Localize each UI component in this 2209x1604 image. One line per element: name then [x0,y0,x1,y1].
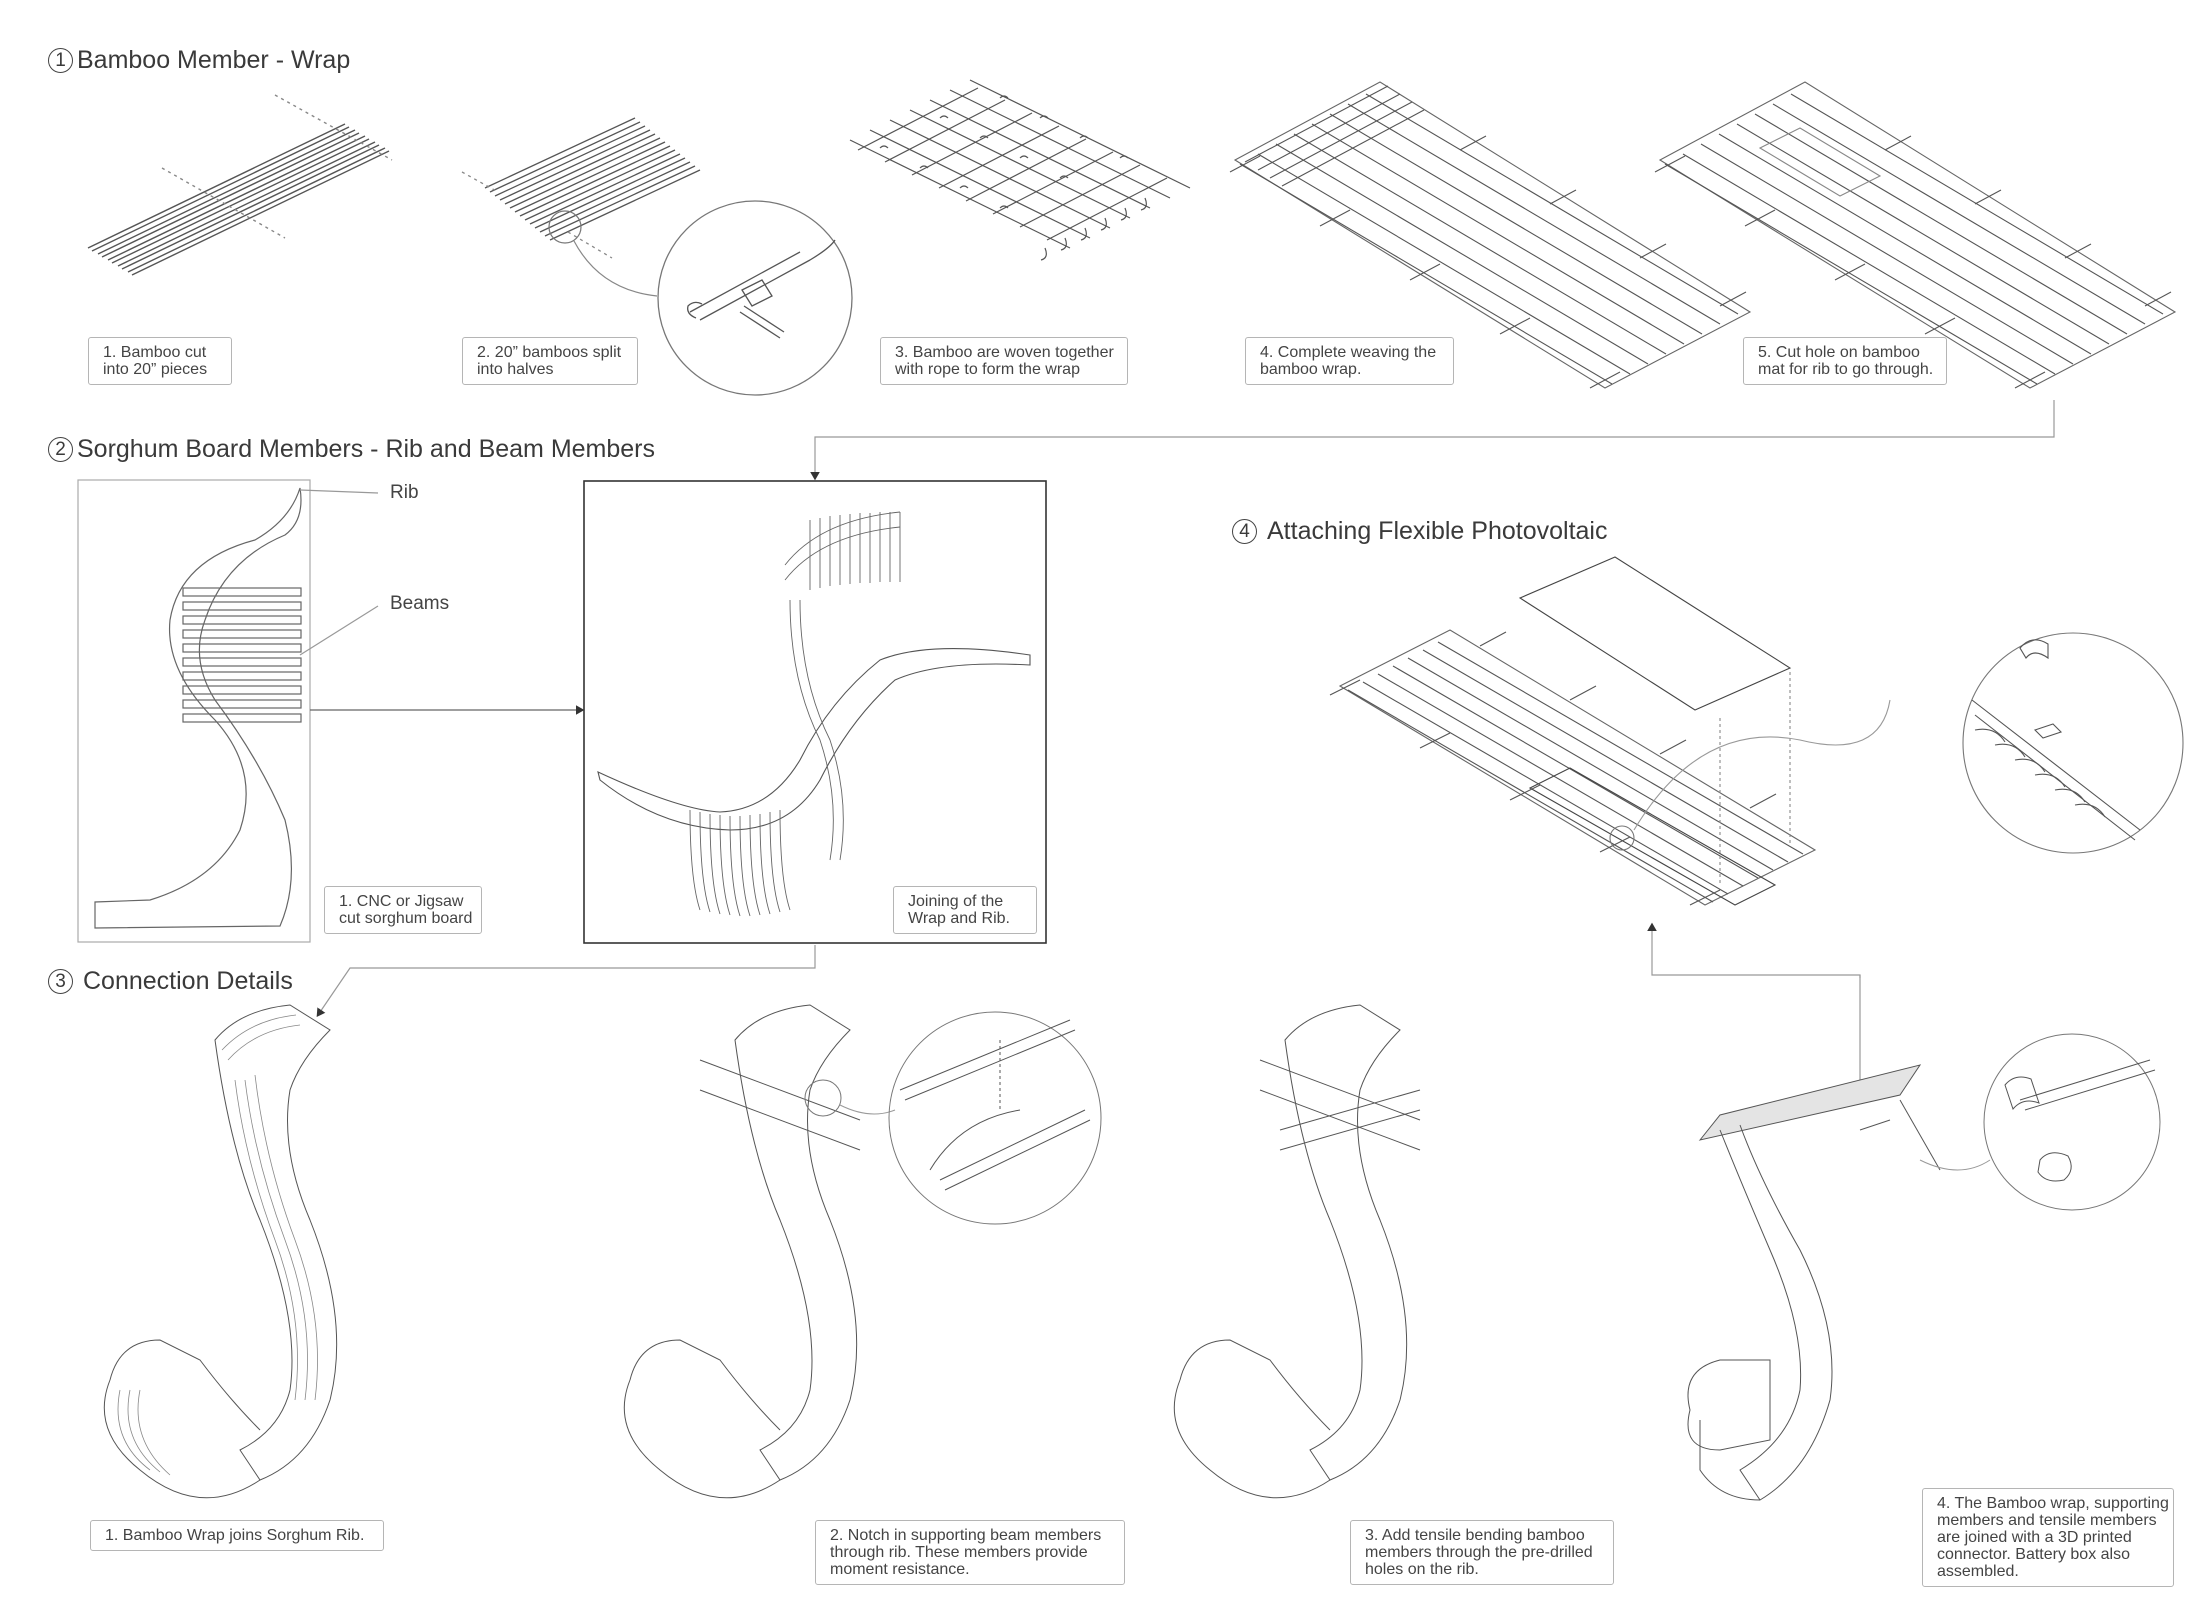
connection-stage-1-drawing [103,1004,338,1499]
section-1-title-text: Bamboo Member - Wrap [77,46,351,74]
connection-step-3-line1: 3. Add tensile bending bamboo [1365,1527,1585,1544]
wrap-step-2-line2: into halves [477,361,554,378]
section-3-title: 3 Connection Details [48,967,293,996]
connection-step-4-line1: 4. The Bamboo wrap, supporting [1937,1495,2169,1512]
beams-label: Beams [390,593,450,614]
sorghum-board-drawing [77,479,585,943]
connection-step-3-caption: 3. Add tensile bending bamboo members th… [1350,1520,1614,1585]
connection-stage-2-drawing [623,1004,1102,1499]
rib-label: Rib [390,482,419,503]
wrap-step-3-line2: with rope to form the wrap [895,361,1080,378]
join-caption: Joining of the Wrap and Rib. [893,886,1037,934]
connection-step-4-line4: connector. Battery box also [1937,1546,2130,1563]
section-2-title-text: Sorghum Board Members - Rib and Beam Mem… [77,435,656,463]
rib-cut-caption: 1. CNC or Jigsaw cut sorghum board [324,886,482,934]
flow-connector-3 [1647,922,1861,1080]
connection-step-4-line2: members and tensile members [1937,1512,2157,1529]
wrap-step-2-line1: 2. 20” bamboos split [477,344,622,361]
connection-step-1-caption: 1. Bamboo Wrap joins Sorghum Rib. [90,1520,384,1551]
wrap-step-5-line2: mat for rib to go through. [1758,361,1934,378]
wrap-step-4-line1: 4. Complete weaving the [1260,344,1437,361]
complete-wrap-drawing [1229,81,1752,389]
photovoltaic-drawing [1329,556,2184,978]
section-1-number: 1 [48,48,73,73]
section-4-title: 4 Attaching Flexible Photovoltaic [1232,517,1607,546]
connection-step-4-line5: assembled. [1937,1563,2019,1580]
flow-connector-1 [810,400,2055,481]
beam-strips [182,587,302,723]
connection-stage-4-drawing [1687,1033,2161,1501]
connection-step-3-line3: holes on the rib. [1365,1561,1479,1578]
connection-step-2-line1: 2. Notch in supporting beam members [830,1527,1102,1544]
section-3-title-text: Connection Details [83,967,293,995]
flow-connector-2 [316,945,816,1017]
join-line1: Joining of the [908,893,1004,910]
connection-stage-3-drawing [1173,1004,1421,1499]
wrap-step-3-caption: 3. Bamboo are woven together with rope t… [880,337,1128,385]
wrap-step-1-line1: 1. Bamboo cut [103,344,207,361]
wrap-step-3-line1: 3. Bamboo are woven together [895,344,1114,361]
split-bamboo-drawing [461,117,701,297]
joining-wrap-slats [689,511,901,917]
connection-step-2-line3: moment resistance. [830,1561,970,1578]
split-detail-magnifier [657,200,853,396]
rib-cut-line1: 1. CNC or Jigsaw [339,893,464,910]
connection-step-3-line2: members through the pre-drilled [1365,1544,1593,1561]
wrap-step-5-line1: 5. Cut hole on bamboo [1758,344,1920,361]
wrap-step-5-caption: 5. Cut hole on bamboo mat for rib to go … [1743,337,1947,385]
wrap-step-4-caption: 4. Complete weaving the bamboo wrap. [1245,337,1454,385]
section-2-title: 2 Sorghum Board Members - Rib and Beam M… [48,435,655,464]
section-2-number: 2 [48,437,73,462]
wrap-step-4-line2: bamboo wrap. [1260,361,1362,378]
connection-step-1-line1: 1. Bamboo Wrap joins Sorghum Rib. [105,1527,365,1544]
wrap-step-1-line2: into 20” pieces [103,361,208,378]
section-4-title-text: Attaching Flexible Photovoltaic [1267,517,1608,545]
connection-step-4-line3: are joined with a 3D printed [1937,1529,2132,1546]
section-1-title: 1 Bamboo Member - Wrap [48,46,350,75]
connection-step-2-line2: through rib. These members provide [830,1544,1088,1561]
join-line2: Wrap and Rib. [908,910,1010,927]
bamboo-cut-pieces-drawing [87,94,393,276]
section-3-number: 3 [48,969,73,994]
rib-cut-line2: cut sorghum board [339,910,473,927]
hole-cut-wrap-drawing [1654,81,2177,389]
joining-frame-drawing [583,480,1047,944]
wrap-step-1-caption: 1. Bamboo cut into 20” pieces [88,337,232,385]
wrap-step-2-caption: 2. 20” bamboos split into halves [462,337,638,385]
woven-bamboo-drawing [849,79,1191,261]
section-4-number: 4 [1232,519,1257,544]
connection-step-4-caption: 4. The Bamboo wrap, supporting members a… [1922,1488,2174,1587]
connection-step-2-caption: 2. Notch in supporting beam members thro… [815,1520,1125,1585]
